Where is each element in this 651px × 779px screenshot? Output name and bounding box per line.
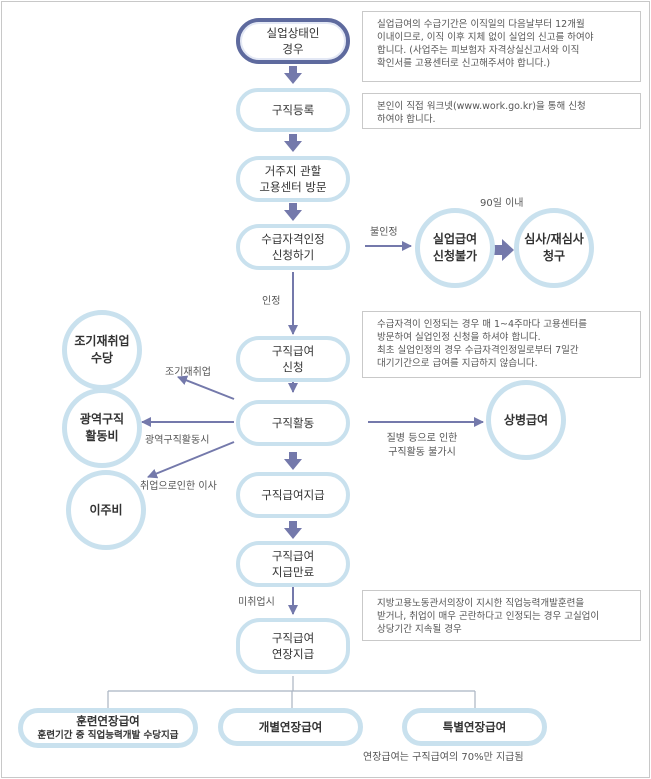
training-extension-subtitle: 훈련기간 중 직업능력개발 수당지급: [37, 730, 179, 741]
label-rejected: 불인정: [370, 227, 398, 238]
arrow-early-reemployment: [177, 375, 235, 400]
circle-sickness-benefit: 상병급여: [486, 380, 566, 460]
arrow-down-1: [284, 66, 302, 84]
circle-wide-area-search: 광역구직 활동비: [62, 388, 142, 468]
label-approved: 인정: [262, 296, 281, 307]
arrow-relocation: [147, 441, 235, 479]
pill-individual-extension: 개별연장급여: [218, 708, 363, 746]
label-within-90-days: 90일 이내: [480, 198, 524, 209]
label-early-reemployment: 조기재취업: [165, 367, 211, 378]
special-extension-title: 특별연장급여: [442, 719, 507, 734]
label-relocation: 취업으로인한 이사: [140, 481, 217, 492]
arrow-down-7: [284, 521, 302, 539]
note-registration: 본인이 직접 워크넷(www.work.go.kr)을 통해 신청 하여야 합니…: [362, 93, 641, 129]
training-extension-title: 훈련연장급여: [76, 714, 140, 728]
step-visit-center: 거주지 관할 고용센터 방문: [236, 156, 350, 202]
step-unemployed: 실업상태인 경우: [236, 18, 350, 64]
arrow-down-3: [284, 203, 302, 221]
circle-review: 심사/재심사 청구: [514, 208, 594, 288]
step-benefit-end: 구직급여 지급만료: [236, 541, 350, 587]
note-eligibility: 수급자격이 인정되는 경우 매 1~4주마다 고용센터를 방문하여 실업인정 신…: [362, 311, 641, 378]
step-apply-eligibility: 수급자격인정 신청하기: [236, 224, 350, 270]
pill-training-extension: 훈련연장급여 훈련기간 중 직업능력개발 수당지급: [18, 708, 198, 748]
label-not-employed: 미취업시: [238, 597, 275, 608]
step-benefit-payment: 구직급여지급: [236, 472, 350, 518]
note-extension: 지방고용노동관서의장이 지시한 직업능력개발훈련을 받거나, 취업이 매우 곤란…: [362, 590, 641, 641]
pill-special-extension: 특별연장급여: [402, 708, 547, 746]
circle-relocation: 이주비: [66, 470, 146, 550]
step-extended-payment: 구직급여 연장지급: [236, 618, 350, 674]
step-apply-benefit: 구직급여 신청: [236, 336, 350, 382]
label-wide-area-search: 광역구직활동시: [145, 435, 210, 446]
circle-early-reemployment: 조기재취업 수당: [62, 310, 142, 390]
arrow-down-6: [284, 452, 302, 470]
extension-connector: [107, 676, 476, 708]
step-job-registration: 구직등록: [236, 88, 350, 132]
arrow-down-2: [284, 134, 302, 152]
label-sickness: 질병 등으로 인한 구직활동 불가시: [386, 433, 458, 458]
step-job-search: 구직활동: [236, 400, 350, 446]
individual-extension-title: 개별연장급여: [258, 719, 323, 734]
label-extension-rate: 연장급여는 구직급여의 70%만 지급됨: [363, 752, 524, 763]
note-unemployed: 실업급여의 수급기간은 이직일의 다음날부터 12개월 이내이므로, 이직 이후…: [362, 11, 641, 82]
circle-not-eligible: 실업급여 신청불가: [415, 208, 495, 288]
arrow-to-review: [493, 239, 514, 261]
